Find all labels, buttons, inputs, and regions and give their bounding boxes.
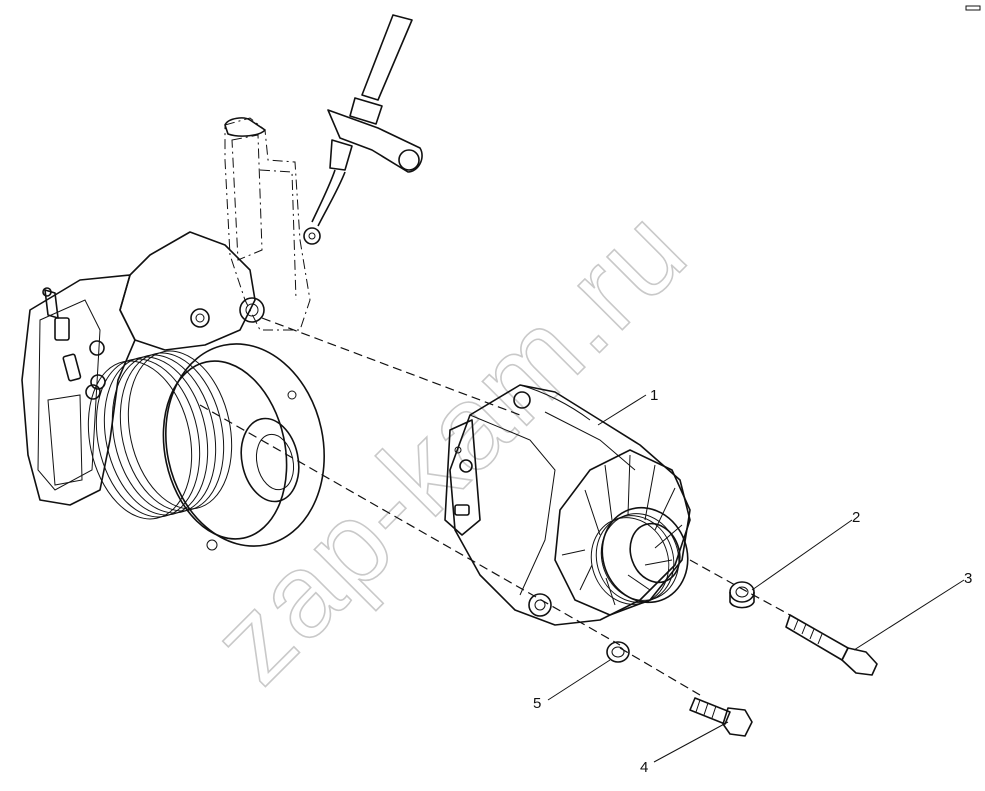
leader-line-1 — [597, 394, 647, 426]
alternator — [444, 384, 691, 626]
long-bolt — [785, 614, 878, 676]
corner-mark — [965, 5, 981, 11]
assembly-axes — [199, 317, 791, 696]
leader-line-2 — [751, 519, 853, 591]
callout-1: 1 — [650, 387, 658, 404]
callout-4: 4 — [640, 759, 648, 776]
pump-pulley — [87, 343, 325, 551]
callout-5: 5 — [533, 695, 541, 712]
callout-3: 3 — [964, 570, 972, 587]
leader-line-4 — [653, 721, 729, 763]
short-bolt — [689, 697, 753, 737]
washer — [606, 641, 630, 663]
engine-bracket-assembly — [21, 117, 321, 506]
callout-2: 2 — [852, 509, 860, 526]
leader-line-5 — [547, 659, 611, 701]
spacer-bushing — [729, 581, 755, 609]
pipe-fitting — [311, 14, 423, 227]
leader-line-3 — [853, 579, 965, 651]
